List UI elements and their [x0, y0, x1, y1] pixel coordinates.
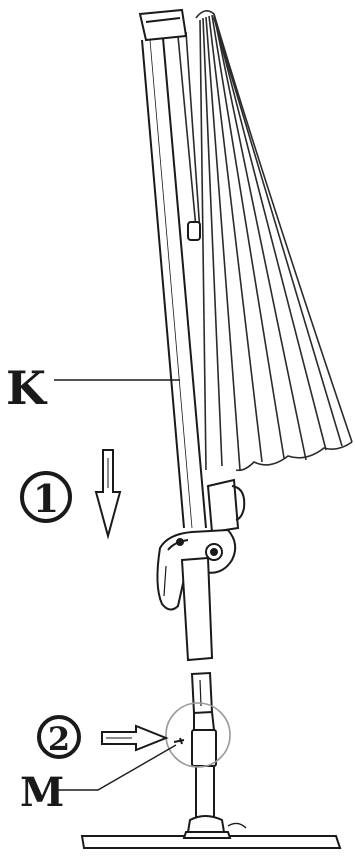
step-1-marker: 1 [20, 471, 72, 523]
label-k: K [6, 361, 48, 415]
pole-k [138, 8, 207, 529]
base-plate [80, 822, 342, 849]
arrow-down-icon [94, 449, 122, 540]
label-m: M [20, 769, 64, 816]
step-2-marker: 2 [37, 715, 81, 759]
detail-circle-m [165, 702, 231, 768]
canopy [177, 10, 353, 472]
svg-text:1: 1 [33, 476, 59, 521]
base-stem [186, 671, 226, 833]
screw-m [173, 737, 185, 745]
leader-m [52, 744, 177, 791]
lower-pole [180, 556, 214, 662]
arrow-right-icon [101, 724, 169, 752]
svg-text:2: 2 [48, 720, 70, 758]
